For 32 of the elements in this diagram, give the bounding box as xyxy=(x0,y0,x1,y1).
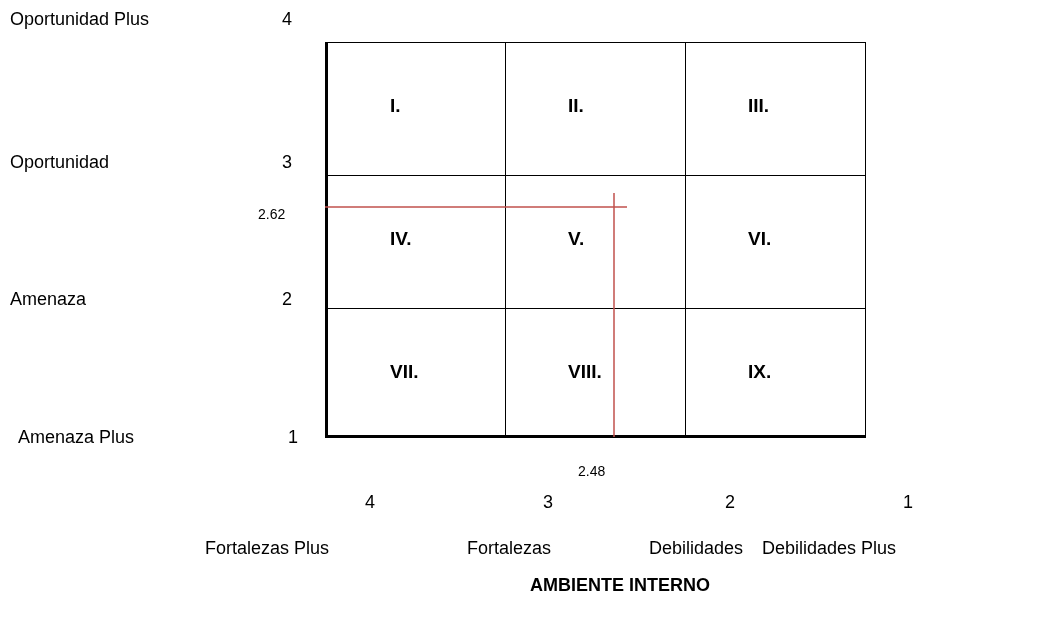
axis-label: Debilidades Plus xyxy=(762,538,897,559)
quadrant-number: VIII. xyxy=(568,361,602,383)
axis-value: 2 xyxy=(725,492,735,513)
axis-title: AMBIENTE INTERNO xyxy=(530,575,710,596)
quadrant-number: VI. xyxy=(748,228,772,250)
axis-value: 1 xyxy=(288,427,298,448)
marker-value: 2.48 xyxy=(578,463,606,479)
axis-value: 1 xyxy=(903,492,913,513)
axis-value: 3 xyxy=(543,492,553,513)
axis-label: Fortalezas xyxy=(467,538,552,559)
matrix-cell xyxy=(325,42,506,176)
quadrant-number: IV. xyxy=(390,228,412,250)
marker-value: 2.62 xyxy=(258,206,286,222)
axis-label: Fortalezas Plus xyxy=(205,538,330,559)
axis-value: 4 xyxy=(282,9,292,30)
axis-value: 4 xyxy=(365,492,375,513)
axis-label: Amenaza xyxy=(10,289,87,310)
quadrant-number: VII. xyxy=(390,361,419,383)
quadrant-number: I. xyxy=(390,95,401,117)
axis-value: 2 xyxy=(282,289,292,310)
quadrant-number: V. xyxy=(568,228,585,250)
quadrant-number: III. xyxy=(748,95,770,117)
axis-label: Oportunidad xyxy=(10,152,110,173)
axis-label: Amenaza Plus xyxy=(18,427,135,448)
axis-label: Oportunidad Plus xyxy=(10,9,150,30)
axis-label: Debilidades xyxy=(649,538,744,559)
quadrant-number: II. xyxy=(568,95,584,117)
quadrant-number: IX. xyxy=(748,361,772,383)
matrix-cell xyxy=(685,308,866,438)
matrix-cell xyxy=(325,308,506,438)
matrix-cell xyxy=(685,42,866,176)
axis-value: 3 xyxy=(282,152,292,173)
